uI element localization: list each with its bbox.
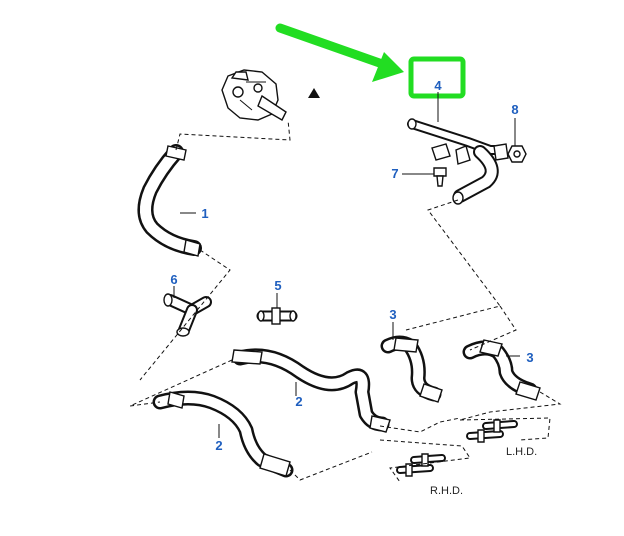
hose-2-lower	[152, 390, 294, 478]
warning-triangle-icon	[308, 88, 320, 98]
callout-2-upper: 2	[295, 394, 302, 409]
callout-6: 6	[170, 272, 177, 287]
callout-3-right: 3	[526, 350, 533, 365]
callout-7: 7	[391, 166, 398, 181]
part-6-connector	[163, 293, 212, 337]
hose-1	[137, 144, 202, 257]
callout-5: 5	[274, 278, 281, 293]
hose-3-right	[462, 339, 541, 401]
part-7-bleed-screw	[433, 167, 447, 187]
highlight-arrow-shaft	[275, 23, 393, 71]
callout-2-lower: 2	[215, 438, 222, 453]
highlight-annotation	[275, 23, 466, 99]
part-8-clip	[507, 145, 527, 163]
leader-lines	[173, 92, 520, 438]
highlight-box	[408, 56, 466, 99]
rhd-fasteners	[396, 453, 446, 477]
hose-2-upper	[231, 348, 391, 433]
thermostat-housing	[221, 69, 287, 121]
lhd-fasteners	[466, 419, 518, 443]
callout-8: 8	[511, 102, 518, 117]
hose-3-left	[380, 335, 443, 403]
callout-4: 4	[434, 78, 442, 93]
highlight-arrow-head	[372, 52, 404, 82]
reference-lines	[129, 119, 562, 483]
callout-1: 1	[201, 206, 208, 221]
part-5-connector	[256, 307, 298, 325]
rhd-label: R.H.D.	[430, 485, 463, 497]
callout-3-left: 3	[389, 307, 396, 322]
coolant-pipe-assembly	[407, 118, 509, 205]
lhd-label: L.H.D.	[506, 446, 537, 458]
